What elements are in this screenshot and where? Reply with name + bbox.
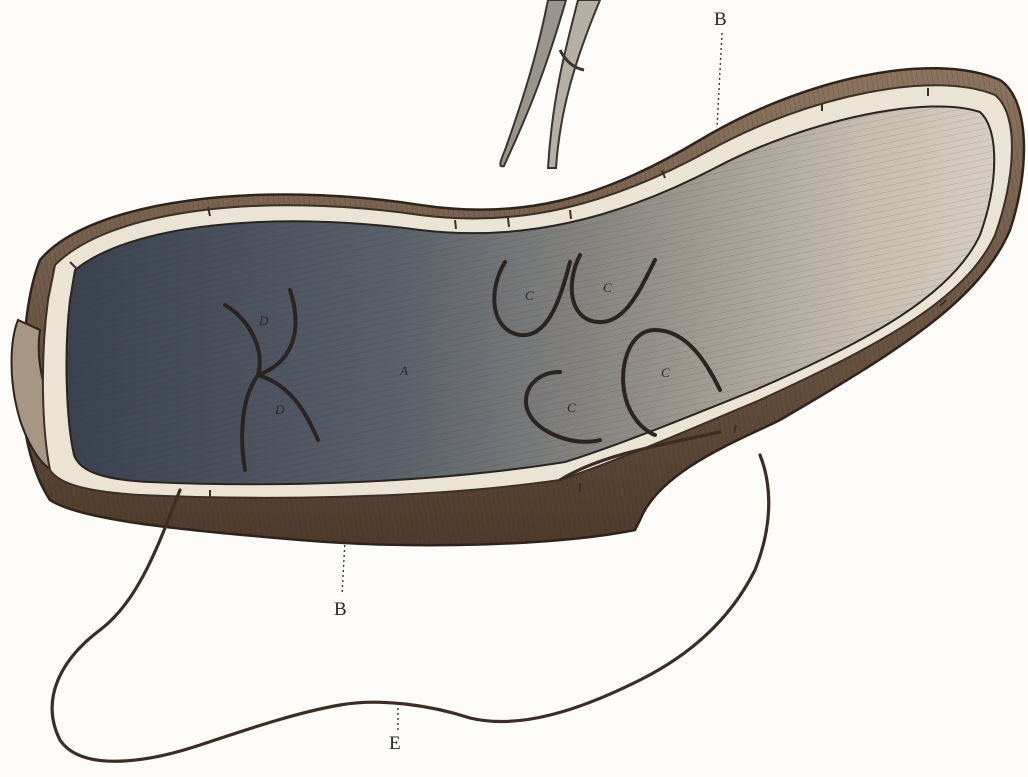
label-c2: C [603,280,612,295]
label-b-top: B [714,9,727,30]
label-d1: D [258,313,269,328]
label-d2: D [274,402,285,417]
label-c3: C [661,365,670,380]
leader-b-bottom [342,540,345,595]
label-b-bottom: B [334,599,347,620]
hanging-threads [500,0,600,168]
label-e: E [389,733,401,754]
label-a: A [399,363,408,378]
leader-b-top [717,33,722,128]
label-c4: C [567,400,576,415]
label-c1: C [525,288,534,303]
